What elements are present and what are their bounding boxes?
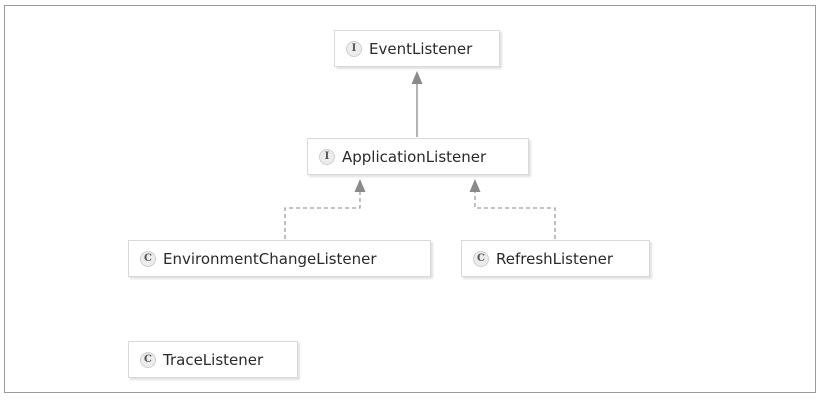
- edge-environment-to-application: [284, 192, 361, 239]
- interface-icon: I: [346, 40, 362, 57]
- edge-refresh-to-application: [474, 192, 556, 239]
- node-environment-change-listener[interactable]: C EnvironmentChangeListener: [128, 240, 431, 277]
- edge-refresh-to-application-arrowhead: [469, 179, 481, 192]
- node-application-listener[interactable]: I ApplicationListener: [307, 138, 529, 175]
- node-label: TraceListener: [163, 350, 264, 369]
- node-label: RefreshListener: [496, 249, 613, 268]
- diagram-canvas: [4, 5, 816, 393]
- edge-application-to-event-arrowhead: [411, 71, 423, 84]
- node-label: EnvironmentChangeListener: [163, 249, 377, 268]
- class-icon: C: [140, 351, 156, 368]
- node-trace-listener[interactable]: C TraceListener: [128, 341, 298, 378]
- edge-environment-to-application-arrowhead: [354, 179, 366, 192]
- node-label: ApplicationListener: [342, 147, 487, 166]
- class-icon: C: [140, 250, 156, 267]
- node-event-listener[interactable]: I EventListener: [334, 30, 500, 67]
- interface-icon: I: [319, 148, 335, 165]
- class-icon: C: [473, 250, 489, 267]
- node-refresh-listener[interactable]: C RefreshListener: [461, 240, 650, 277]
- node-label: EventListener: [369, 39, 473, 58]
